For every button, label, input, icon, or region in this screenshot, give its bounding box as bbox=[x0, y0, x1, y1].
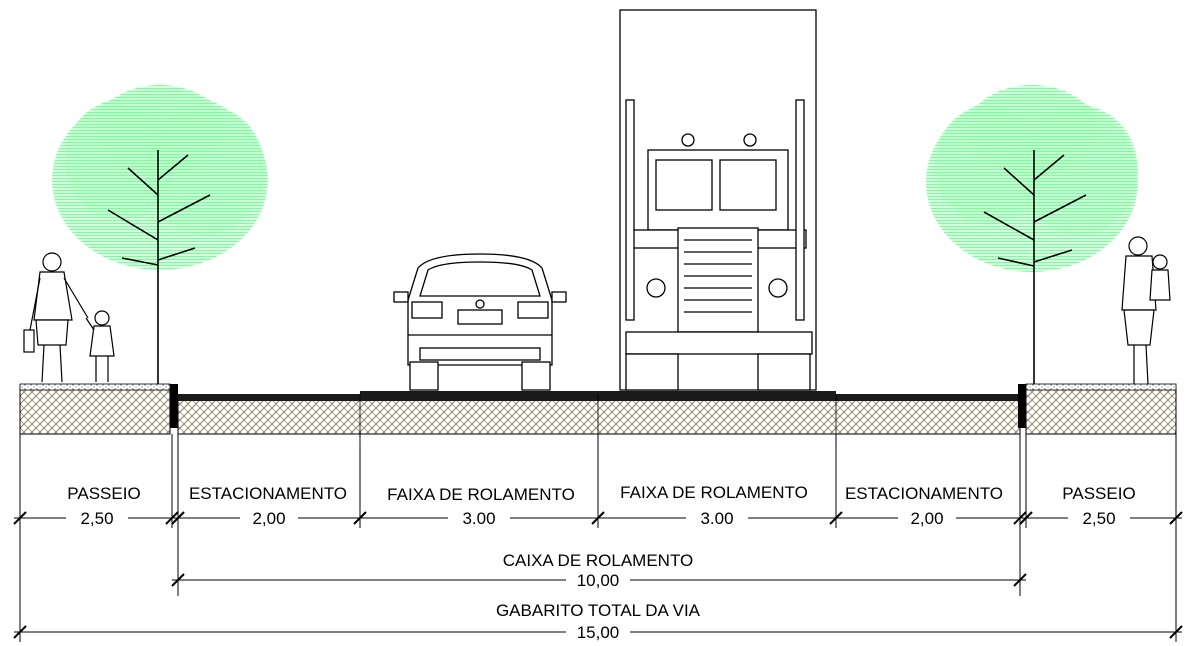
section-label-passeio-left: PASSEIO bbox=[67, 484, 140, 503]
truck-grille-lines bbox=[684, 239, 752, 313]
section-label-estacionamento-left: ESTACIONAMENTO bbox=[189, 484, 347, 503]
pavement-layer bbox=[19, 383, 1177, 435]
right-curb bbox=[1018, 384, 1026, 428]
total-label: GABARITO TOTAL DA VIA bbox=[496, 601, 701, 620]
roadway-base bbox=[177, 399, 1021, 435]
section-value-estacionamento-left: 2,00 bbox=[252, 509, 285, 528]
section-label-passeio-right: PASSEIO bbox=[1062, 484, 1135, 503]
right-sidewalk-base bbox=[1025, 387, 1177, 435]
left-curb bbox=[170, 384, 178, 428]
roadway-lane-surface bbox=[360, 391, 836, 396]
right-sidewalk-topping bbox=[1025, 383, 1177, 391]
total-value: 15,00 bbox=[577, 623, 620, 642]
section-label-estacionamento-right: ESTACIONAMENTO bbox=[845, 484, 1003, 503]
left-tree bbox=[52, 85, 268, 384]
section-values: 2,50 2,00 3.00 3.00 2,00 2,50 bbox=[80, 509, 1115, 528]
section-value-estacionamento-right: 2,00 bbox=[910, 509, 943, 528]
section-label-faixa-left: FAIXA DE ROLAMENTO bbox=[387, 485, 575, 504]
dimension-value-masks bbox=[66, 508, 1130, 642]
section-label-faixa-right: FAIXA DE ROLAMENTO bbox=[620, 483, 808, 502]
left-sidewalk-base bbox=[19, 387, 171, 435]
pedestrian-adult-left bbox=[23, 252, 89, 383]
car-rear-view bbox=[393, 253, 567, 391]
caixa-label: CAIXA DE ROLAMENTO bbox=[503, 551, 694, 570]
pedestrian-child-left bbox=[85, 310, 115, 382]
right-tree-foliage bbox=[926, 85, 1138, 272]
pedestrian-with-baby-right bbox=[1121, 236, 1171, 385]
section-value-faixa-left: 3.00 bbox=[462, 509, 495, 528]
section-value-passeio-right: 2,50 bbox=[1082, 509, 1115, 528]
section-value-passeio-left: 2,50 bbox=[80, 509, 113, 528]
caixa-value: 10,00 bbox=[577, 571, 620, 590]
truck-front-view bbox=[619, 9, 817, 391]
section-labels: PASSEIO ESTACIONAMENTO FAIXA DE ROLAMENT… bbox=[67, 483, 1135, 504]
left-sidewalk-topping bbox=[19, 383, 171, 391]
dimension-ticks bbox=[13, 511, 1183, 639]
left-tree-foliage bbox=[52, 85, 268, 270]
roadway-asphalt bbox=[178, 394, 1020, 401]
left-tree-trunk bbox=[107, 150, 211, 384]
section-value-faixa-right: 3.00 bbox=[700, 509, 733, 528]
right-tree bbox=[926, 85, 1138, 384]
right-tree-trunk bbox=[983, 150, 1087, 384]
